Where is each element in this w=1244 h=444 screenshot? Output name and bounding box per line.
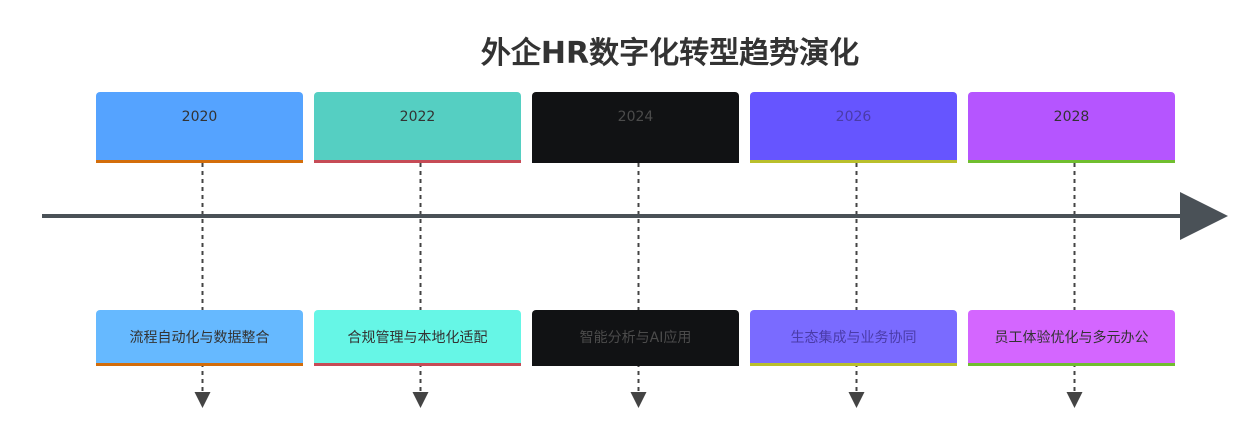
- diagram-title: 外企HR数字化转型趋势演化: [480, 36, 860, 71]
- period-box-2026: 2026: [750, 92, 957, 163]
- period-box-2022: 2022: [314, 92, 521, 163]
- event-label: 智能分析与AI应用: [579, 329, 692, 346]
- event-label: 员工体验优化与多元办公: [994, 329, 1149, 346]
- period-box-2024: 2024: [532, 92, 739, 163]
- event-box-2022: 合规管理与本地化适配: [314, 310, 521, 366]
- period-label: 2020: [181, 109, 218, 125]
- event-label: 合规管理与本地化适配: [347, 329, 488, 346]
- event-box-2026: 生态集成与业务协同: [750, 310, 957, 366]
- period-label: 2024: [617, 109, 654, 125]
- period-box-2028: 2028: [968, 92, 1175, 163]
- event-box-2028: 员工体验优化与多元办公: [968, 310, 1175, 366]
- event-label: 流程自动化与数据整合: [129, 329, 270, 346]
- period-label: 2026: [835, 109, 872, 125]
- event-box-2024: 智能分析与AI应用: [532, 310, 739, 366]
- period-label: 2028: [1053, 109, 1090, 125]
- event-box-2020: 流程自动化与数据整合: [96, 310, 303, 366]
- period-box-2020: 2020: [96, 92, 303, 163]
- period-label: 2022: [399, 109, 436, 125]
- event-label: 生态集成与业务协同: [790, 329, 917, 346]
- connector-lines: [194, 163, 1083, 408]
